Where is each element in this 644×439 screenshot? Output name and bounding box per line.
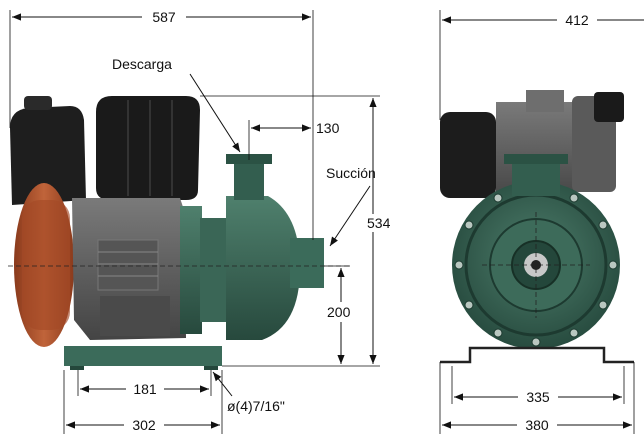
- front-view: [440, 90, 634, 364]
- dim-label-bg: [124, 416, 164, 434]
- dim-181: 181: [133, 381, 157, 397]
- base-plate: [64, 346, 222, 366]
- discharge-pipe: [234, 160, 264, 200]
- pump-volute: [226, 196, 300, 340]
- engine-muffler-front: [526, 90, 564, 112]
- engine-filter-cap: [594, 92, 624, 122]
- label-descarga: Descarga: [112, 56, 172, 72]
- side-view: [8, 96, 350, 370]
- pump-shaft-housing: [200, 218, 230, 322]
- fuel-cap: [24, 96, 52, 110]
- engine-tank-front: [440, 112, 496, 198]
- dim-label-bg: [517, 416, 557, 434]
- base-foot: [204, 366, 218, 370]
- suction-nozzle: [290, 238, 324, 288]
- dim-380: 380: [525, 417, 549, 433]
- discharge-flange-front: [504, 154, 568, 164]
- label-bolt: ø(4)7/16": [227, 398, 285, 414]
- base-foot: [70, 366, 84, 370]
- leader-succion: [329, 185, 371, 247]
- dim-label-bg: [142, 8, 186, 26]
- dim-label-bg: [518, 388, 558, 406]
- leader-bolt: [212, 371, 233, 397]
- dim-335: 335: [526, 389, 550, 405]
- pump-adaptor: [180, 206, 202, 334]
- discharge-pipe-front: [512, 160, 560, 196]
- dim-534: 534: [367, 215, 391, 231]
- dim-130: 130: [316, 120, 340, 136]
- engine-fins: [97, 239, 159, 291]
- dim-label-bg: [366, 214, 396, 232]
- dim-200: 200: [327, 304, 351, 320]
- engine-lower: [100, 296, 170, 336]
- fuel-tank: [10, 106, 86, 205]
- dim-label-bg: [126, 380, 164, 398]
- label-succion: Succión: [326, 165, 376, 181]
- starter-housing: [22, 200, 70, 330]
- dim-label-bg: [324, 302, 358, 322]
- leader-descarga: [189, 73, 241, 153]
- dim-412: 412: [565, 12, 589, 28]
- base-bracket: [440, 346, 634, 364]
- dim-302: 302: [132, 417, 156, 433]
- dim-label-bg: [557, 11, 597, 29]
- dim-587: 587: [152, 9, 176, 25]
- air-filter: [96, 96, 200, 200]
